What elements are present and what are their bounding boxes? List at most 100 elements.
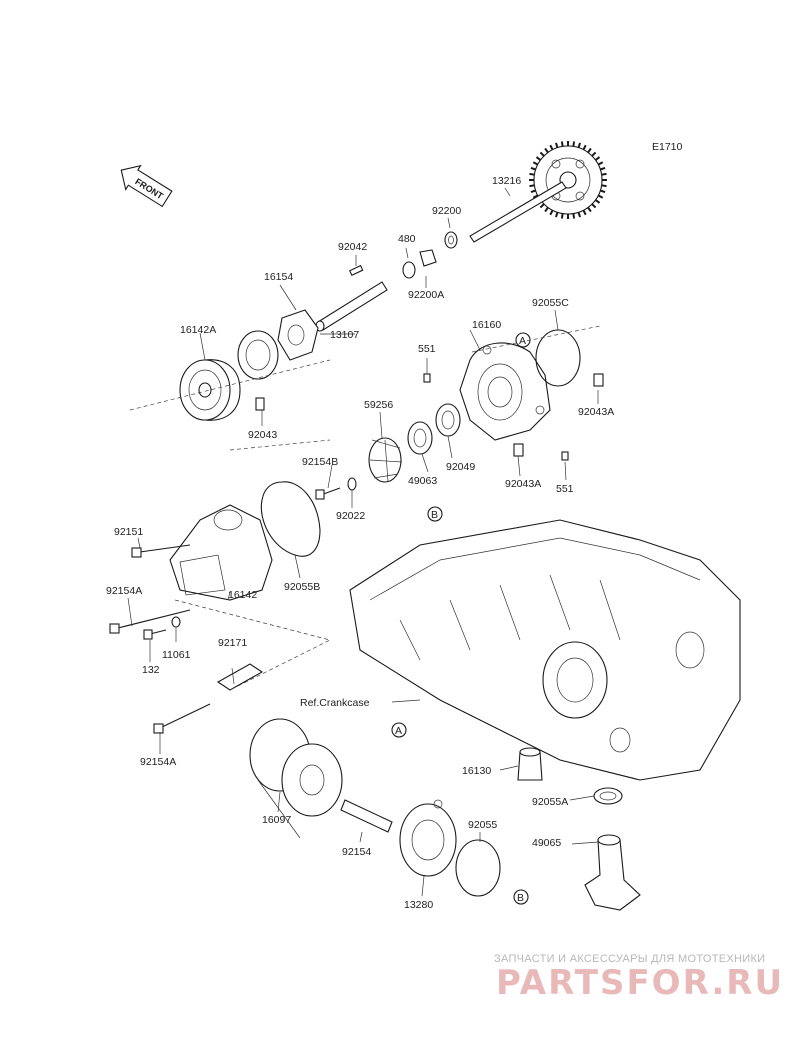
part-label: 16097	[262, 814, 291, 826]
oring-92055a	[593, 787, 623, 805]
seal-92049	[435, 403, 461, 437]
gear-tooth	[572, 213, 576, 219]
part-label: 16160	[472, 319, 501, 331]
bolt-92151	[139, 544, 191, 553]
part-label: 13280	[404, 899, 433, 911]
watermark-tagline: ЗАПЧАСТИ И АКСЕССУАРЫ ДЛЯ МОТОТЕХНИКИ	[494, 953, 765, 965]
oring-92055	[455, 839, 501, 897]
impeller-59256	[368, 437, 403, 483]
gear-tooth	[594, 156, 601, 161]
seal-49063	[407, 421, 433, 455]
part-label: 49065	[532, 837, 561, 849]
part-label: 13216	[492, 175, 521, 187]
gear-tooth	[591, 151, 597, 157]
part-label: 92154B	[302, 456, 338, 468]
bolt-92154a-lower	[159, 703, 211, 729]
front-arrow-icon: FRONT	[120, 164, 173, 208]
part-label: 16154	[264, 271, 293, 283]
part-label: 92200A	[408, 289, 444, 301]
gear-tooth	[530, 166, 536, 171]
gear-tooth	[532, 194, 539, 199]
part-label: 92043A	[578, 406, 614, 418]
part-label: 92042	[338, 241, 367, 253]
part-label: 16142	[228, 589, 257, 601]
fitting-16130	[517, 747, 543, 781]
part-label: 92154A	[140, 756, 176, 768]
oil-filter-16097	[249, 718, 343, 839]
part-label: 16130	[462, 765, 491, 777]
part-label: 16142A	[180, 324, 216, 336]
ref-crankcase-label: Ref.Crankcase	[300, 697, 370, 709]
part-label: 92151	[114, 526, 143, 538]
gear-tooth	[560, 213, 564, 219]
gear-tooth	[577, 142, 582, 148]
pump-housing-16142	[169, 504, 273, 601]
part-label: 132	[142, 664, 160, 676]
pipe-92154	[340, 799, 393, 833]
part-label: 92055C	[532, 297, 569, 309]
circlip-480	[402, 261, 416, 279]
part-label: 92022	[336, 510, 365, 522]
gear-tooth	[600, 166, 606, 171]
svg-text:A: A	[395, 725, 402, 737]
part-label: 92043	[248, 429, 277, 441]
rotor-16154	[237, 309, 319, 380]
callout-b-lower: B	[513, 889, 529, 905]
gear-tooth	[572, 141, 576, 147]
gear-tooth	[601, 184, 607, 188]
gear-tooth	[582, 144, 587, 151]
part-label: 92055	[468, 819, 497, 831]
oil-pump-gear-shaft	[469, 141, 607, 243]
crankcase-reference	[349, 519, 741, 781]
svg-text:A: A	[519, 335, 526, 347]
gear-tooth	[560, 141, 564, 147]
bolt-132	[149, 629, 167, 635]
diagram-code: E1710	[652, 141, 683, 153]
washer-92200	[444, 231, 458, 249]
pin-92042	[348, 264, 364, 276]
pump-body-16142a	[179, 359, 241, 421]
part-label: 92171	[218, 637, 247, 649]
gear-tooth	[591, 203, 597, 209]
washer-11061	[171, 616, 181, 628]
gear-tooth	[549, 209, 554, 216]
part-label: 92055A	[532, 796, 568, 808]
part-label: 11061	[162, 649, 191, 661]
bracket-92171	[216, 663, 264, 691]
part-label: 92043A	[505, 478, 541, 490]
gear-tooth	[582, 209, 587, 216]
oring-92055c	[535, 329, 581, 387]
part-label: 551	[418, 343, 436, 355]
part-label: 92049	[446, 461, 475, 473]
part-label: 551	[556, 483, 574, 495]
part-label: 59256	[364, 399, 393, 411]
gear-tooth	[539, 203, 545, 209]
dowel-92043	[255, 397, 265, 411]
nut-92200a	[419, 249, 437, 267]
callout-a-upper: A	[515, 332, 531, 348]
gear-tooth	[587, 206, 592, 213]
part-label: 92200	[432, 205, 461, 217]
pin-551-lower	[561, 451, 569, 461]
gear-tooth	[544, 147, 549, 154]
gear-tooth	[597, 161, 604, 166]
dowel-92043a-lower	[513, 443, 524, 457]
gear-tooth	[529, 172, 535, 176]
gear-tooth	[530, 189, 536, 194]
watermark-brand: PARTSFOR.RU	[496, 963, 784, 1003]
gear-tooth	[597, 194, 604, 199]
part-label: 49063	[408, 475, 437, 487]
dowel-92043a-upper	[593, 373, 604, 387]
gear-tooth	[554, 212, 559, 218]
gear-tooth	[544, 206, 549, 213]
pin-551-upper	[423, 373, 431, 383]
gear-tooth	[539, 151, 545, 157]
washer-92022	[347, 477, 357, 491]
gear-tooth	[549, 144, 554, 151]
gear-tooth	[529, 184, 535, 188]
part-label: 480	[398, 233, 416, 245]
svg-text:B: B	[517, 892, 524, 904]
gear-tooth	[577, 212, 582, 218]
cooler-13280	[399, 799, 457, 877]
